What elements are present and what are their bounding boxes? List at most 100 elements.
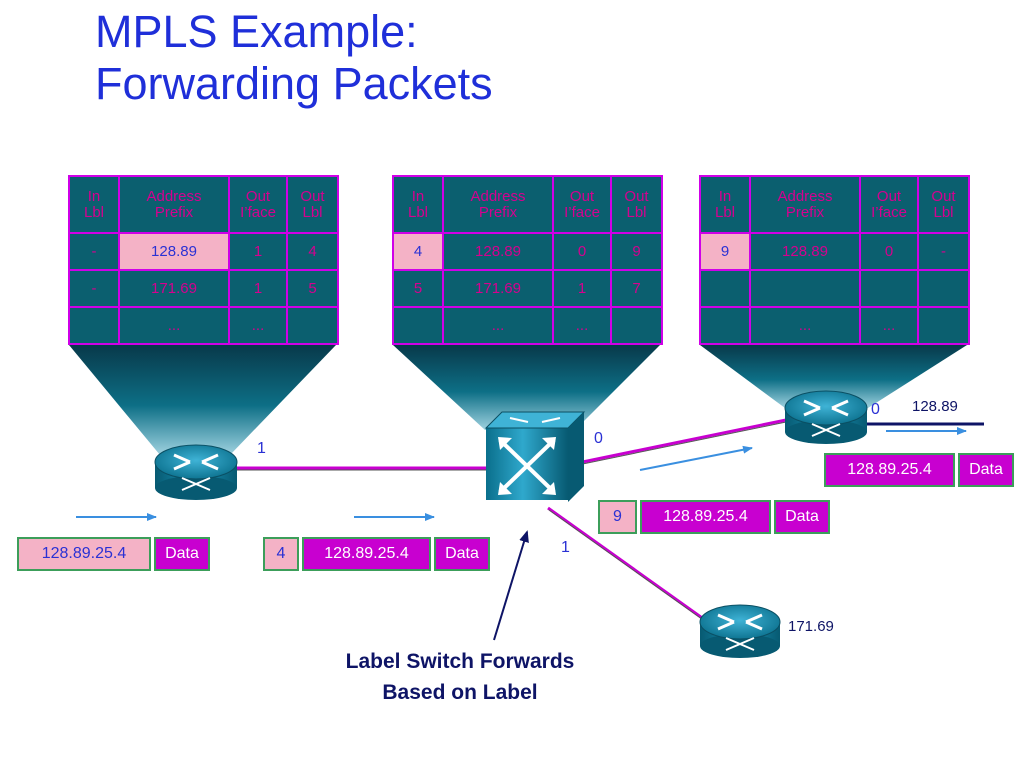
cell-out-iface: ... [552, 306, 612, 345]
cell-in-lbl: 5 [392, 269, 444, 308]
packet-address: 128.89.25.4 [17, 537, 151, 571]
link-r2-r3 [567, 418, 787, 467]
cell-out-lbl [917, 269, 970, 308]
packet-unlabeled-ingress: 128.89.25.4 Data [17, 537, 210, 571]
caption-pointer-arrow [493, 530, 529, 641]
link-r2-r3-shadow [567, 421, 787, 468]
router-1 [154, 444, 238, 500]
cell-in-lbl: 4 [392, 232, 444, 271]
cell-out-iface: 1 [228, 232, 288, 271]
cell-out-lbl: 4 [286, 232, 339, 271]
cell-out-iface: 1 [552, 269, 612, 308]
packet-address: 128.89.25.4 [824, 453, 955, 487]
packet-label: 4 [263, 537, 299, 571]
cell-prefix: ... [442, 306, 554, 345]
router-2-interface-0-label: 0 [594, 430, 603, 447]
cell-in-lbl: - [68, 269, 120, 308]
cell-out-iface [859, 269, 919, 308]
router-2-interface-1-label: 1 [561, 539, 570, 556]
router-1-interface-label: 1 [257, 440, 266, 457]
page-title: MPLS Example: Forwarding Packets [95, 6, 493, 110]
cell-in-lbl [699, 269, 751, 308]
cell-out-lbl: 7 [610, 269, 663, 308]
label-switch-caption: Label Switch Forwards Based on Label [300, 646, 620, 708]
caption-line-1: Label Switch Forwards [345, 650, 575, 673]
table-row: 4 128.89 0 9 [392, 232, 663, 271]
funnel-2 [393, 345, 660, 430]
table-row: ... ... [392, 306, 663, 345]
cell-out-lbl [286, 306, 339, 345]
title-line-1: MPLS Example: [95, 6, 418, 57]
packet-unlabeled-egress: 128.89.25.4 Data [824, 453, 1014, 487]
packet-data: Data [154, 537, 210, 571]
link-r2-r4-shadow [548, 509, 707, 623]
cell-out-iface: 0 [859, 232, 919, 271]
cell-in-lbl [699, 306, 751, 345]
title-line-2: Forwarding Packets [95, 58, 493, 109]
funnel-1 [69, 345, 336, 455]
cell-prefix: 128.89 [118, 232, 230, 271]
cell-in-lbl: 9 [699, 232, 751, 271]
router-4 [699, 604, 781, 658]
cell-out-iface: ... [859, 306, 919, 345]
packet-label: 9 [598, 500, 637, 534]
table-row: - 128.89 1 4 [68, 232, 339, 271]
packet-data: Data [434, 537, 490, 571]
router-3 [784, 390, 868, 444]
table-row: - 171.69 1 5 [68, 269, 339, 308]
router-3-interface-label: 0 [871, 401, 880, 418]
packet-label-4: 4 128.89.25.4 Data [263, 537, 490, 571]
router-2-switch [484, 411, 586, 502]
cell-in-lbl: - [68, 232, 120, 271]
cell-prefix [749, 269, 861, 308]
cell-prefix: ... [118, 306, 230, 345]
packet-label-9: 9 128.89.25.4 Data [598, 500, 830, 534]
cell-prefix: 128.89 [442, 232, 554, 271]
cell-prefix: 171.69 [118, 269, 230, 308]
cell-in-lbl [392, 306, 444, 345]
cell-out-lbl: 5 [286, 269, 339, 308]
destination-prefix-label-a: 128.89 [912, 398, 958, 415]
destination-prefix-label-b: 171.69 [788, 618, 834, 635]
packet-data: Data [774, 500, 830, 534]
cell-out-lbl: 9 [610, 232, 663, 271]
cell-out-iface: ... [228, 306, 288, 345]
packet-data: Data [958, 453, 1014, 487]
cell-in-lbl [68, 306, 120, 345]
cell-prefix: ... [749, 306, 861, 345]
packet-address: 128.89.25.4 [640, 500, 771, 534]
cell-out-lbl: - [917, 232, 970, 271]
table-row: ... ... [699, 306, 970, 345]
table-row: 5 171.69 1 7 [392, 269, 663, 308]
table-row: 9 128.89 0 - [699, 232, 970, 271]
cell-out-lbl [610, 306, 663, 345]
table-row: ... ... [68, 306, 339, 345]
cell-prefix: 128.89 [749, 232, 861, 271]
table-row [699, 269, 970, 308]
cell-prefix: 171.69 [442, 269, 554, 308]
packet-arrow-3 [639, 445, 753, 471]
link-r2-r4 [547, 506, 706, 622]
funnel-3 [700, 345, 967, 408]
caption-line-2: Based on Label [382, 681, 538, 704]
packet-address: 128.89.25.4 [302, 537, 431, 571]
cell-out-iface: 1 [228, 269, 288, 308]
